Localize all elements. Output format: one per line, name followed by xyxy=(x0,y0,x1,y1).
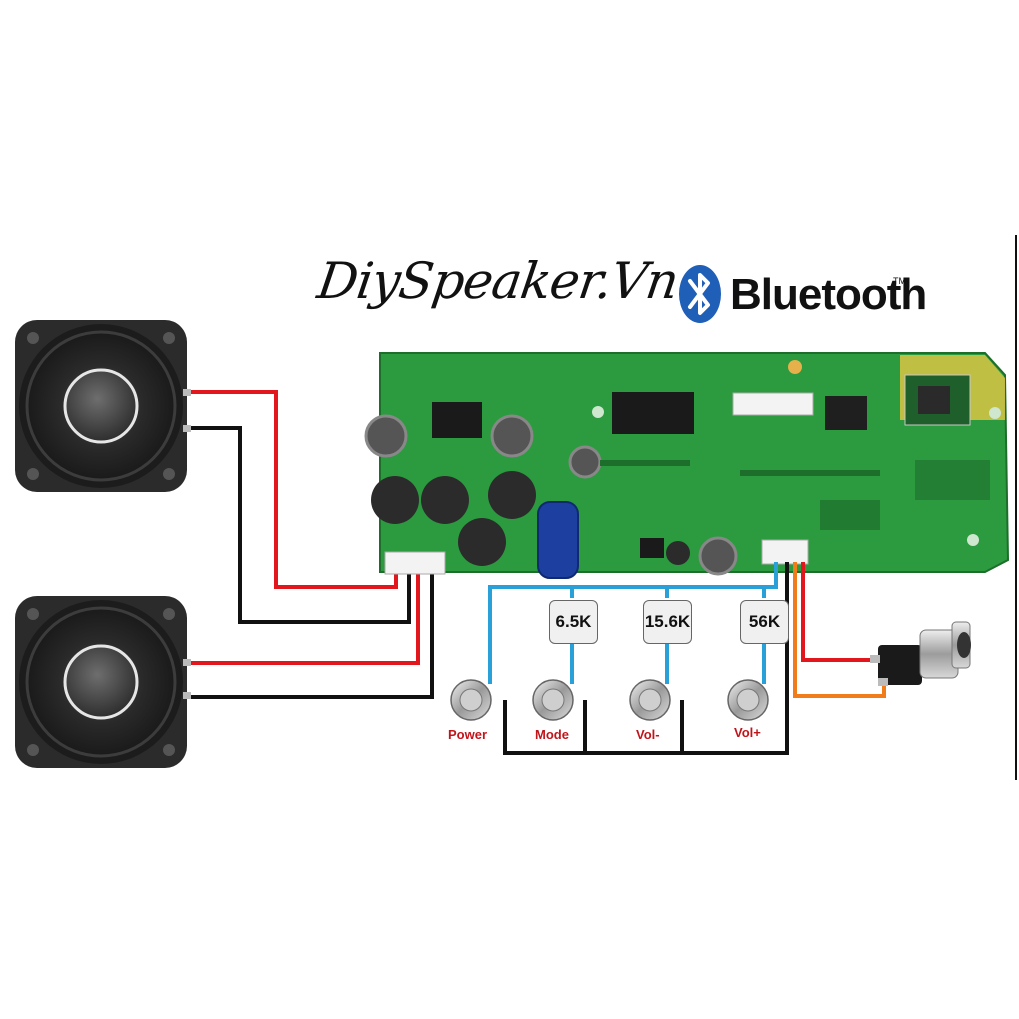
speaker-bottom xyxy=(15,596,191,768)
button-signal-wires xyxy=(488,562,778,684)
resistor-6k5: 6.5K xyxy=(549,600,598,644)
brand-logo: DiySpeaker.Vn xyxy=(313,252,682,310)
bluetooth-logo-icon xyxy=(679,265,721,323)
resistor-56k: 56K xyxy=(740,600,789,644)
push-button-mode xyxy=(532,679,574,721)
edge-divider xyxy=(1015,235,1017,780)
label-vol-up: Vol+ xyxy=(734,725,761,740)
bluetooth-trademark: TM xyxy=(893,276,906,286)
button-ground-wire xyxy=(503,562,789,755)
speaker-wires xyxy=(191,390,434,699)
aux-wires xyxy=(793,562,886,698)
label-power: Power xyxy=(448,727,488,742)
push-button-power xyxy=(450,679,492,721)
audio-jack xyxy=(870,621,971,686)
bluetooth-wordmark: Bluetooth xyxy=(730,270,927,319)
push-button-vol-down xyxy=(629,679,671,721)
label-mode: Mode xyxy=(535,727,569,742)
label-vol-down: Vol- xyxy=(636,727,660,742)
push-button-vol-up xyxy=(727,679,769,721)
resistor-15k6: 15.6K xyxy=(643,600,692,644)
amplifier-board xyxy=(364,352,1010,579)
speaker-top xyxy=(15,320,191,492)
